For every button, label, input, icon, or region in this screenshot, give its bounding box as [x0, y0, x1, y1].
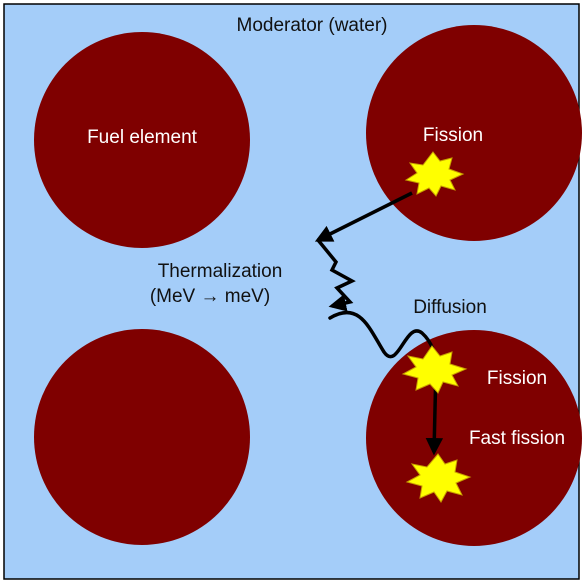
fast-neutron-path — [314, 191, 413, 242]
fission-top-label: Fission — [423, 125, 483, 146]
thermalization-label: Thermalization — [158, 261, 283, 282]
fission-bottom-label: Fission — [487, 368, 547, 389]
fission-spark-middle — [401, 345, 468, 394]
fission-spark-top — [404, 151, 465, 197]
energy-change-label: (MeV → meV) — [150, 286, 270, 307]
thermalization-path — [316, 238, 356, 312]
fission-spark-bottom — [405, 453, 472, 503]
fast-fission-label: Fast fission — [469, 428, 565, 449]
fuel-element-top-left — [34, 32, 250, 248]
fuel-element-label: Fuel element — [87, 127, 198, 148]
moderator-label: Moderator (water) — [237, 15, 388, 36]
diffusion-label: Diffusion — [413, 297, 487, 318]
fuel-element-bottom-left — [34, 329, 250, 545]
